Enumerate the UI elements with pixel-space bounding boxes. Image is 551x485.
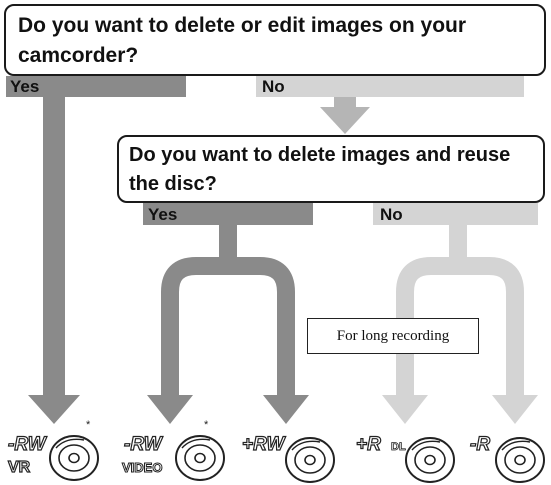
disc-logo-rw-video: -RW VIDEO [122, 433, 225, 481]
q2-yes-branch [161, 225, 295, 400]
disc-logo-rw-vr-line1: -RW [8, 434, 48, 455]
disc-logo-minus-r-line1: -R [470, 434, 490, 455]
q2-yes-bar [143, 203, 313, 225]
disc-logo-plus-r-dl-line1: +R [356, 434, 381, 455]
q2-no-bar [373, 203, 538, 225]
q1-no-bar [256, 76, 524, 97]
disc-logo-rw-vr: -RW VR [7, 433, 99, 481]
q2-no-label: No [380, 205, 403, 224]
q1-yes-arrow-head [28, 395, 80, 424]
disc-logo-plus-rw-line1: +RW [242, 434, 286, 455]
disc-logo-plus-r-dl: +R DL [355, 433, 455, 483]
q1-no-arrow-shaft [334, 97, 356, 109]
long-recording-note: For long recording [307, 318, 479, 354]
disc-logo-plus-r-dl-line2: DL [391, 441, 406, 453]
question-edit-images: Do you want to delete or edit images on … [4, 4, 546, 76]
disc-logo-minus-r: -R [469, 433, 545, 483]
question-reuse-disc-text: Do you want to delete images and reuse t… [129, 144, 511, 195]
q1-no-arrow-head [320, 107, 370, 134]
disc-logo-plus-rw: +RW [241, 433, 335, 483]
q1-yes-label: Yes [10, 77, 40, 96]
disc-icon [175, 435, 225, 481]
q1-yes-bar [6, 76, 186, 97]
disc-logo-rw-video-line1: -RW [124, 434, 164, 455]
q1-yes-arrow-shaft [43, 97, 65, 397]
disc-asterisk-rw-vr: * [86, 419, 91, 431]
q2-yes-arrow-head-right [263, 395, 309, 424]
q2-no-branch [396, 225, 524, 400]
q2-yes-label: Yes [148, 205, 178, 224]
disc-icon [285, 437, 335, 483]
disc-asterisk-rw-video: * [204, 419, 209, 431]
q1-no-label: No [262, 77, 285, 96]
q2-no-arrow-head-left [382, 395, 428, 424]
disc-icon [49, 435, 99, 481]
disc-icon [405, 437, 455, 483]
question-edit-images-text: Do you want to delete or edit images on … [18, 14, 467, 67]
question-reuse-disc: Do you want to delete images and reuse t… [117, 135, 545, 203]
q2-yes-arrow-head-left [147, 395, 193, 424]
disc-logo-rw-vr-line2: VR [8, 459, 31, 476]
disc-icon [495, 437, 545, 483]
disc-logo-rw-video-line2: VIDEO [122, 460, 162, 475]
q2-no-arrow-head-right [492, 395, 538, 424]
